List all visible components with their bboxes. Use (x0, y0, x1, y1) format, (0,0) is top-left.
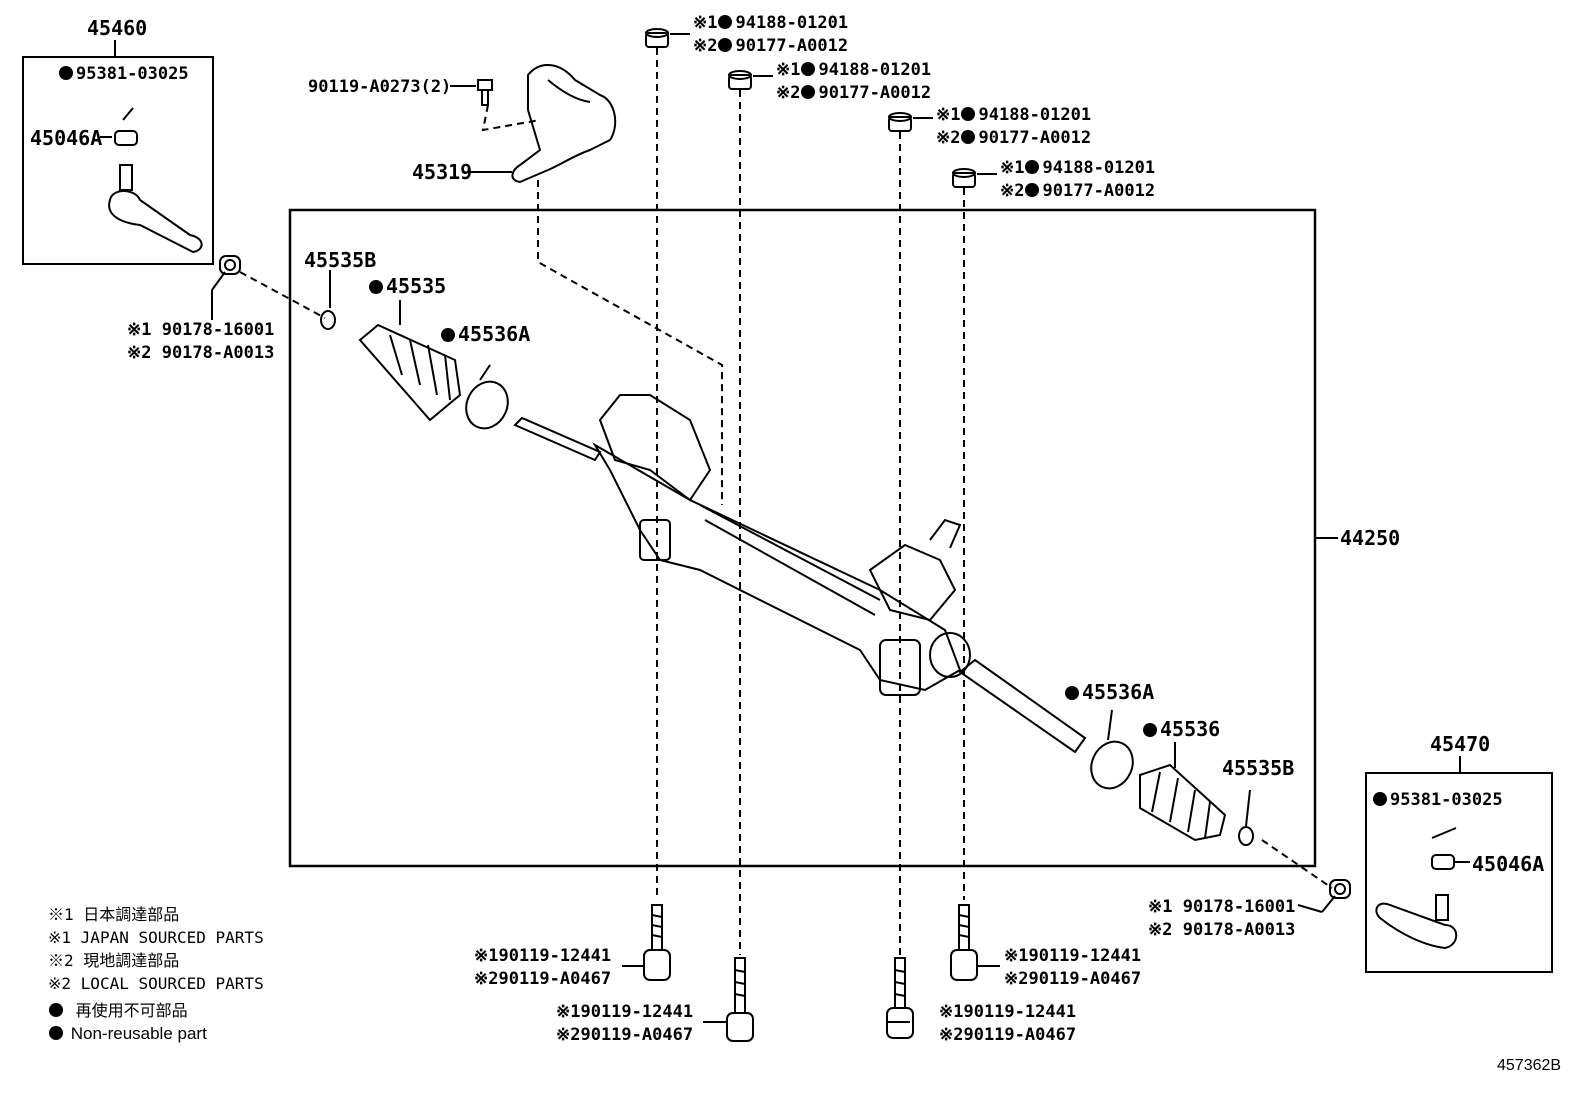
lock-nut-right-icon (1329, 879, 1351, 899)
bolt-axis-lines (656, 48, 965, 955)
non-reusable-dot (441, 328, 455, 342)
label-lock-nut-right-1: ※1 90178-16001 (1148, 897, 1296, 917)
diagram-id: 457362B (1497, 1057, 1562, 1074)
boot-left-shape (358, 323, 462, 422)
label-clamp-left: 45536A (440, 322, 530, 346)
clip-right-shape (1238, 826, 1254, 846)
non-reusable-dot (961, 130, 976, 144)
protector-bolt-icon (450, 79, 493, 106)
tie-rod-end-right-shape (1375, 827, 1470, 950)
non-reusable-dot (49, 1026, 63, 1040)
label-clamp-right: 45536A (1064, 680, 1154, 704)
non-reusable-dot (961, 107, 976, 121)
tie-rod-end-right-box (1365, 772, 1553, 973)
label-nut-left: 45046A (30, 126, 103, 150)
protector-shape (470, 64, 617, 184)
label-boot-right: 45536 (1142, 717, 1220, 741)
legend-line-5: 再使用不可部品 (48, 999, 264, 1022)
legend-line-3: ※2 現地調達部品 (48, 951, 180, 970)
label-mount-bolt-4: ※190119-12441※290119-A0467 (1004, 946, 1142, 989)
mount-nut-icons (645, 28, 976, 188)
label-mount-bolt-3: ※190119-12441※290119-A0467 (939, 1002, 1077, 1045)
label-mount-bolt-2: ※190119-12441※290119-A0467 (556, 1002, 694, 1045)
label-gear-assembly: 44250 (1340, 526, 1401, 550)
non-reusable-dot (801, 85, 816, 99)
label-cotter-pin-left: 95381-03025 (58, 64, 189, 84)
label-nut-right: 45046A (1472, 852, 1545, 876)
label-protector: 45319 (412, 160, 473, 184)
dashed-leaders (239, 104, 1333, 889)
legend-line-4: ※2 LOCAL SOURCED PARTS (48, 974, 264, 993)
label-lock-nut-left-2: ※2 90178-A0013 (127, 343, 275, 363)
non-reusable-dot (1065, 686, 1079, 700)
non-reusable-dot (59, 66, 73, 80)
legend-line-1: ※1 日本調達部品 (48, 905, 180, 924)
clamp-right-shape (1090, 740, 1134, 790)
label-clip-right: 45535B (1222, 756, 1295, 780)
lock-nut-left-icon (219, 255, 241, 275)
tie-rod-end-left-shape (100, 107, 203, 254)
non-reusable-dot (801, 62, 816, 76)
label-lock-nut-right-2: ※2 90178-A0013 (1148, 920, 1296, 940)
legend-line-6: Non-reusable part (48, 1022, 264, 1045)
non-reusable-dot (718, 15, 733, 29)
label-clip-left: 45535B (304, 248, 377, 272)
non-reusable-dot (49, 1003, 63, 1017)
label-protector-bolt: 90119-A0273(2) (308, 77, 452, 97)
label-mount-bolt-1: ※190119-12441※290119-A0467 (474, 946, 612, 989)
steering-rack-body (513, 394, 1087, 754)
tie-rod-end-left-box (22, 56, 214, 265)
non-reusable-dot (1373, 792, 1387, 806)
label-lock-nut-left-1: ※1 90178-16001 (127, 320, 275, 340)
clip-left-shape (320, 310, 336, 330)
non-reusable-dot (1025, 183, 1040, 197)
mount-bolt-icons (643, 904, 978, 1042)
label-boot-left: 45535 (368, 274, 446, 298)
legend: ※1 日本調達部品 ※1 JAPAN SOURCED PARTS ※2 現地調達… (48, 903, 264, 1045)
non-reusable-dot (718, 38, 733, 52)
boot-right-shape (1139, 763, 1227, 842)
label-tie-rod-end-left: 45460 (87, 16, 148, 40)
non-reusable-dot (1143, 723, 1157, 737)
bolt-label-leaders (622, 33, 1000, 1023)
label-cotter-pin-right: 95381-03025 (1372, 790, 1503, 810)
non-reusable-dot (1025, 160, 1040, 174)
clamp-left-shape (465, 380, 509, 430)
label-tie-rod-end-right: 45470 (1430, 732, 1491, 756)
legend-line-2: ※1 JAPAN SOURCED PARTS (48, 928, 264, 947)
non-reusable-dot (369, 280, 383, 294)
